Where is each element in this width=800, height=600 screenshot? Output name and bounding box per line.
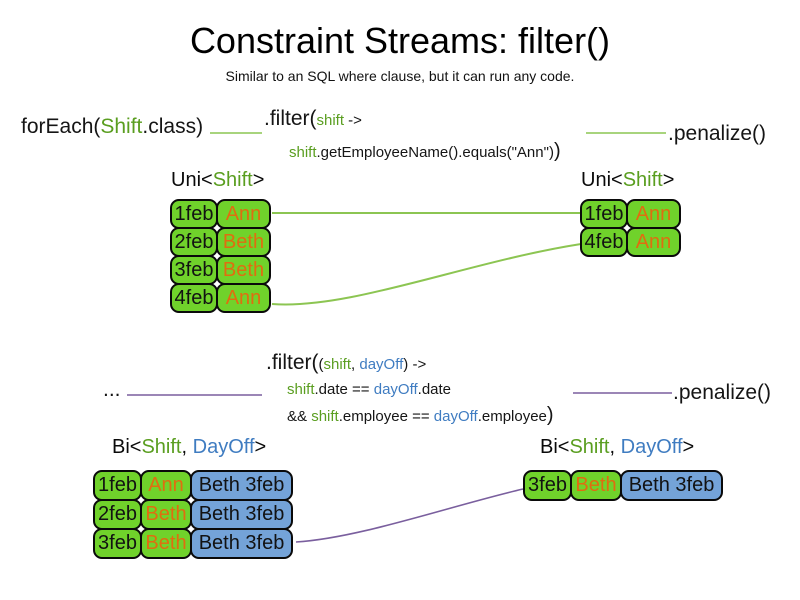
table-row: 1feb Ann (170, 199, 271, 229)
code-text: .date == (314, 381, 374, 398)
table-row: 1feb Ann Beth 3feb (93, 470, 293, 501)
code-var-shift: shift (287, 381, 315, 398)
code-class-shift: Shift (100, 115, 143, 138)
uni-right-label: Uni<Shift> (581, 169, 674, 192)
code-close-paren: ) (553, 140, 561, 162)
code-param-shift: shift (316, 112, 345, 129)
dayoff-cell: Beth 3feb (190, 499, 293, 530)
shift-date-cell: 3feb (170, 255, 218, 285)
connector-row-4feb (271, 243, 582, 306)
label-text: Bi< (540, 436, 570, 458)
code-filter2-line1: .filter((shift, dayOff) -> (266, 351, 426, 375)
table-row: 4feb Ann (580, 227, 681, 257)
slide-title: Constraint Streams: filter() (189, 20, 611, 61)
code-text: .getEmployeeName().equals("Ann") (316, 144, 554, 161)
code-comma: , (351, 356, 360, 373)
bi-left-label: Bi<Shift, DayOff> (112, 436, 266, 459)
shift-date-cell: 2feb (93, 499, 142, 530)
label-type-shift: Shift (569, 436, 610, 458)
shift-employee-cell: Ann (216, 199, 271, 229)
label-text: Uni< (581, 169, 623, 191)
code-filter1-line2: shift.getEmployeeName().equals("Ann")) (289, 140, 561, 163)
code-close-paren: ) (546, 404, 554, 426)
label-type-shift: Shift (141, 436, 182, 458)
shift-date-cell: 3feb (523, 470, 572, 501)
shift-employee-cell: Ann (626, 199, 681, 229)
shift-date-cell: 1feb (93, 470, 142, 501)
connector-bi-row-3feb (295, 488, 524, 543)
code-text: && (287, 408, 312, 425)
code-param-shift: shift (323, 356, 352, 373)
code-penalize-top: .penalize() (668, 122, 767, 145)
shift-employee-cell: Beth (140, 499, 192, 530)
shift-employee-cell: Ann (216, 283, 271, 313)
code-param-dayoff: dayOff (359, 356, 404, 373)
shift-date-cell: 1feb (170, 199, 218, 229)
label-text: Uni< (171, 169, 213, 191)
label-text: , (609, 436, 621, 458)
code-arrow: -> (344, 112, 362, 129)
code-foreach: forEach(Shift.class) (21, 115, 203, 139)
shift-date-cell: 4feb (170, 283, 218, 313)
code-filter1-line1: .filter(shift -> (264, 107, 362, 131)
code-text: .class) (142, 115, 204, 138)
shift-date-cell: 1feb (580, 199, 628, 229)
label-type-shift: Shift (622, 169, 663, 191)
dayoff-cell: Beth 3feb (190, 528, 293, 559)
shift-employee-cell: Beth (570, 470, 622, 501)
code-penalize-bottom: .penalize() (673, 381, 772, 404)
code-filter2-line2: shift.date == dayOff.date (287, 381, 451, 398)
dayoff-cell: Beth 3feb (620, 470, 723, 501)
table-row: 4feb Ann (170, 283, 271, 313)
shift-employee-cell: Ann (626, 227, 681, 257)
label-type-shift: Shift (212, 169, 253, 191)
label-text: > (682, 436, 695, 458)
uni-right-table: 1feb Ann 4feb Ann (580, 199, 681, 257)
code-var-shift: shift (311, 408, 339, 425)
code-text: .employee == (338, 408, 434, 425)
code-text: .employee (477, 408, 547, 425)
code-filter2-line3: && shift.employee == dayOff.employee) (287, 404, 554, 427)
uni-left-table: 1feb Ann 2feb Beth 3feb Beth 4feb Ann (170, 199, 271, 313)
code-ellipsis: ... (103, 378, 121, 401)
table-row: 3feb Beth Beth 3feb (93, 528, 293, 559)
table-row: 1feb Ann (580, 199, 681, 229)
label-text: > (662, 169, 675, 191)
code-text: .filter( (266, 351, 319, 374)
label-text: Bi< (112, 436, 142, 458)
shift-date-cell: 2feb (170, 227, 218, 257)
code-var-dayoff: dayOff (433, 408, 478, 425)
code-paren: ) (403, 356, 409, 373)
bi-right-label: Bi<Shift, DayOff> (540, 436, 694, 459)
shift-employee-cell: Beth (216, 255, 271, 285)
bi-right-table: 3feb Beth Beth 3feb (523, 470, 723, 501)
code-paren: ( (318, 356, 324, 373)
label-text: > (252, 169, 265, 191)
code-text: .date (417, 381, 452, 398)
table-row: 3feb Beth Beth 3feb (523, 470, 723, 501)
shift-employee-cell: Ann (140, 470, 192, 501)
code-arrow: -> (408, 356, 427, 373)
code-var-shift: shift (289, 144, 317, 161)
label-text: > (254, 436, 267, 458)
shift-employee-cell: Beth (216, 227, 271, 257)
code-var-dayoff: dayOff (373, 381, 418, 398)
code-text: forEach( (21, 115, 101, 138)
label-type-dayoff: DayOff (620, 436, 683, 458)
shift-employee-cell: Beth (140, 528, 192, 559)
table-row: 3feb Beth (170, 255, 271, 285)
label-text: , (181, 436, 193, 458)
slide-subtitle: Similar to an SQL where clause, but it c… (225, 68, 575, 84)
bi-left-table: 1feb Ann Beth 3feb 2feb Beth Beth 3feb 3… (93, 470, 293, 559)
shift-date-cell: 4feb (580, 227, 628, 257)
shift-date-cell: 3feb (93, 528, 142, 559)
table-row: 2feb Beth (170, 227, 271, 257)
label-type-dayoff: DayOff (192, 436, 255, 458)
code-text: .filter( (264, 107, 317, 130)
uni-left-label: Uni<Shift> (171, 169, 264, 192)
table-row: 2feb Beth Beth 3feb (93, 499, 293, 530)
dayoff-cell: Beth 3feb (190, 470, 293, 501)
